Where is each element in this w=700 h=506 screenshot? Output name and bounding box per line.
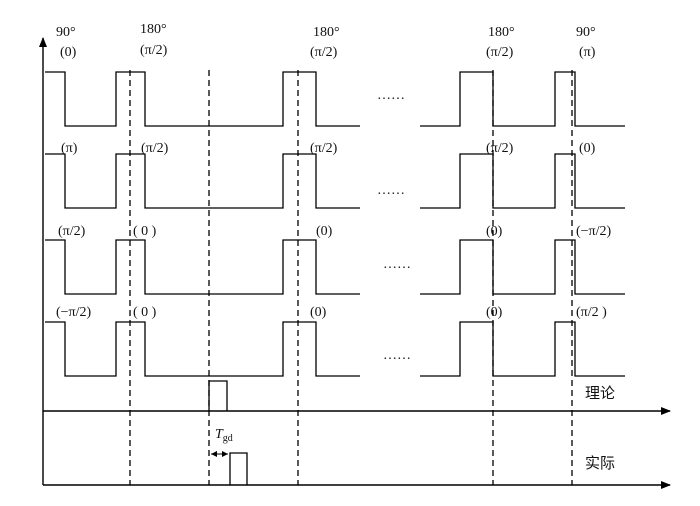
tgd-delay-marker [211,451,228,457]
header-phase-5: (π) [579,45,596,60]
waveform-row-2 [45,153,625,209]
row4-label-e: (π/2 ) [576,305,607,320]
row2-label-a: (π) [61,141,78,156]
row3-label-c: (0) [316,224,333,239]
ellipsis-row-3: …… [383,257,411,272]
theory-label: 理论 [585,384,615,402]
row4-label-a: (−π/2) [56,305,92,320]
header-deg-5: 90° [576,25,596,40]
header-phase-4: (π/2) [486,45,514,60]
row3-label-d: (0) [486,224,503,239]
row3-label-e: (−π/2) [576,224,612,239]
row4-label-b: ( 0 ) [133,305,157,320]
row3-label-a: (π/2) [58,224,86,239]
theory-pulse [208,380,228,411]
row2-label-b: (π/2) [141,141,169,156]
row4-label-d: (0) [486,305,503,320]
header-deg-1: 90° [56,25,76,40]
actual-label: 实际 [585,454,615,472]
header-phase-2: (π/2) [140,43,168,58]
row3-label-b: ( 0 ) [133,224,157,239]
header-phase-3: (π/2) [310,45,338,60]
ellipsis-row-2: …… [377,183,405,198]
row2-label-e: (0) [579,141,596,156]
header-deg-4: 180° [488,25,515,40]
waveform-row-3 [45,239,625,295]
tgd-label: Tgd [215,427,233,444]
actual-pulse [229,452,248,485]
waveform-row-4 [45,321,625,377]
row2-label-d: (π/2) [486,141,514,156]
ellipsis-row-1: …… [377,88,405,103]
header-deg-2: 180° [140,22,167,37]
header-phase-1: (0) [60,45,77,60]
row2-label-c: (π/2) [310,141,338,156]
header-deg-3: 180° [313,25,340,40]
row4-label-c: (0) [310,305,327,320]
ellipsis-row-4: …… [383,348,411,363]
waveform-row-1 [45,71,625,127]
